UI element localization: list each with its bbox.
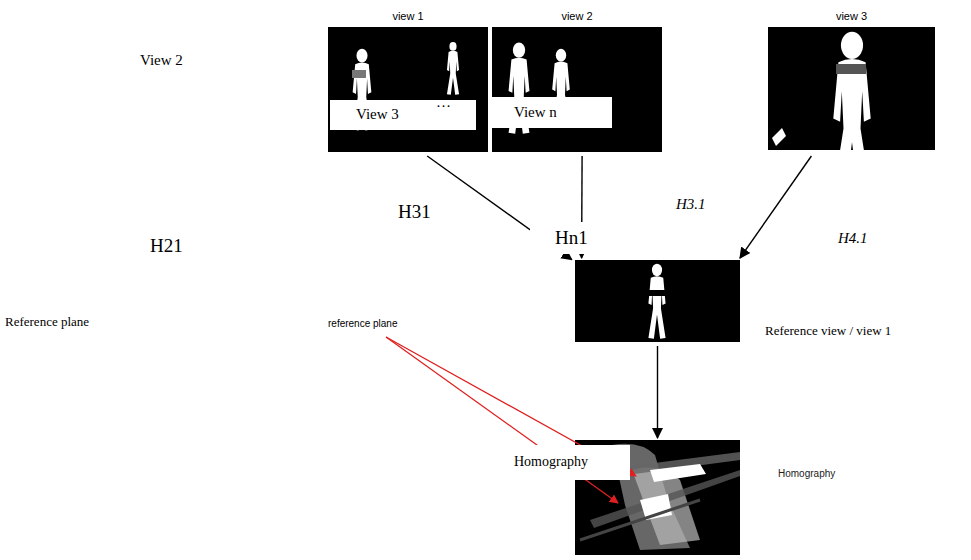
panel-title: view 1	[328, 10, 488, 23]
silhouette	[833, 32, 870, 195]
view-1-image	[328, 27, 488, 152]
image-panel	[492, 27, 662, 152]
image-panel: view 3	[768, 27, 935, 152]
overlay-label: Homography	[490, 445, 630, 480]
image-panel	[575, 260, 740, 342]
panel-title: view 3	[768, 10, 935, 23]
silhouette	[447, 42, 459, 95]
free-label: Reference plane	[5, 315, 89, 330]
free-label: View 2	[140, 52, 183, 69]
free-label: H21	[150, 235, 183, 257]
warped-streak	[580, 500, 700, 540]
silhouette	[648, 264, 665, 339]
panel-mask	[768, 150, 935, 154]
view-3-image	[768, 27, 935, 195]
image-panel	[328, 27, 488, 152]
silhouette-noise	[836, 64, 866, 74]
homography-label: H3.1	[676, 196, 706, 213]
homography-label: H4.1	[838, 230, 868, 247]
free-label: reference plane	[328, 318, 398, 330]
panel-title: Homography	[778, 468, 835, 480]
image-panel: view 1	[328, 27, 488, 152]
homography-arrow	[740, 156, 811, 258]
image-panel: Reference view / view 1	[575, 260, 740, 342]
silhouette-band	[633, 290, 673, 296]
overlay-label: View 3	[330, 100, 476, 130]
overlay-label: Hn1	[530, 222, 614, 254]
overlap-region	[650, 464, 706, 482]
homography-label: H31	[398, 201, 431, 223]
image-panel: view 2	[492, 27, 662, 152]
panel-title: Reference view / view 1	[765, 324, 891, 339]
homography-arrow	[657, 346, 658, 438]
panel-title: view 2	[492, 10, 662, 23]
free-label: …	[436, 94, 451, 111]
view-2-image	[492, 27, 662, 152]
silhouette-noise	[772, 128, 786, 146]
silhouette-noise	[352, 70, 366, 78]
reference-view-image	[575, 260, 740, 342]
overlay-label: View n	[490, 97, 612, 128]
